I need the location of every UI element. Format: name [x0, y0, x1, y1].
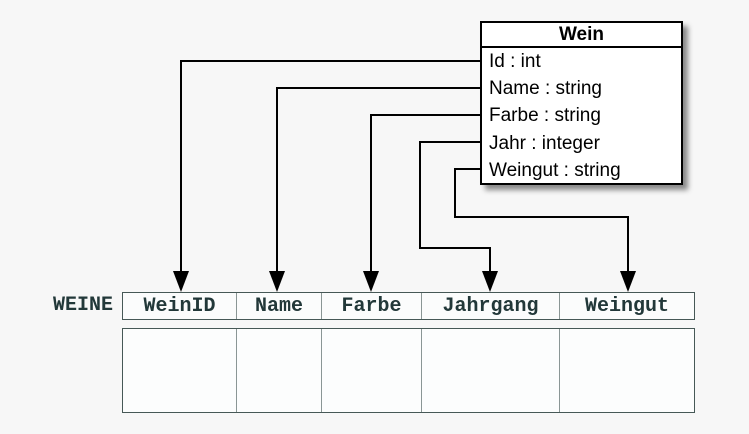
- table-body-row: [122, 328, 695, 413]
- column-header-farbe: Farbe: [322, 293, 422, 319]
- arrowhead-weinid: [173, 271, 189, 292]
- table-header-row: WeinID Name Farbe Jahrgang Weingut: [122, 292, 695, 320]
- table-cell-empty: [422, 329, 560, 412]
- table-cell-empty: [237, 329, 322, 412]
- connector-weingut-to-weingut: [454, 168, 629, 274]
- arrowhead-farbe: [363, 271, 379, 292]
- table-cell-empty: [322, 329, 422, 412]
- arrowhead-jahrgang: [482, 271, 498, 292]
- class-attribute-id: Id : int: [489, 50, 541, 72]
- uml-class-box-wein: Wein Id : int Name : string Farbe : stri…: [480, 21, 683, 185]
- class-attribute-weingut: Weingut : string: [489, 160, 621, 182]
- arrowhead-name: [269, 271, 285, 292]
- class-attributes: Id : int Name : string Farbe : string Ja…: [482, 48, 681, 185]
- table-name-label: WEINE: [52, 294, 113, 317]
- connector-jahr-to-jahrgang: [419, 141, 491, 274]
- class-attribute-name: Name : string: [489, 78, 602, 100]
- connector-id-to-weinid: [180, 60, 480, 274]
- column-header-weinid: WeinID: [123, 293, 237, 319]
- arrowhead-weingut: [620, 271, 636, 292]
- column-header-name: Name: [237, 293, 322, 319]
- table-cell-empty: [560, 329, 694, 412]
- table-cell-empty: [123, 329, 237, 412]
- column-header-jahrgang: Jahrgang: [422, 293, 560, 319]
- connector-farbe-to-farbe: [370, 114, 480, 274]
- connector-name-to-name: [276, 87, 480, 274]
- class-attribute-farbe: Farbe : string: [489, 105, 601, 127]
- column-header-weingut: Weingut: [584, 294, 669, 318]
- class-title: Wein: [482, 23, 681, 48]
- class-attribute-jahr: Jahr : integer: [489, 132, 600, 154]
